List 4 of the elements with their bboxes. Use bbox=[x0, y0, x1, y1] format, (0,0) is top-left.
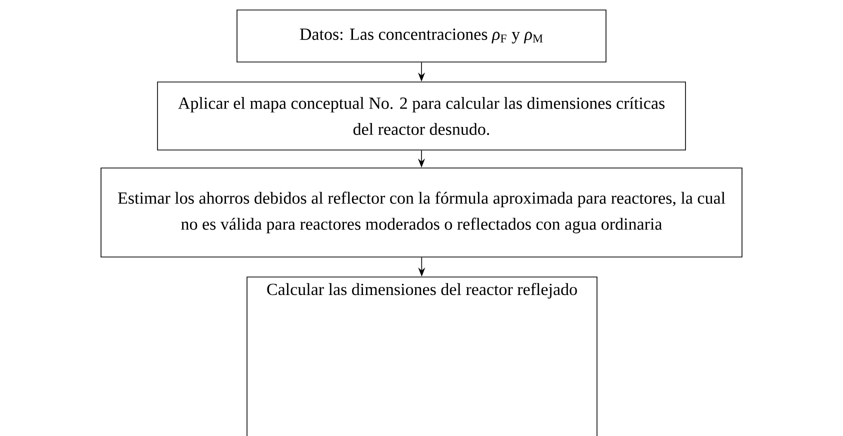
process-box: Estimar los ahorros debidos al reflector con la fórmula aproximada para reactores, la cual no es válida para reactores moderados o reflectados con agua ordinaria bbox=[100, 168, 742, 258]
process-box: Calcular las dimensiones del reactor reflejado bbox=[246, 276, 598, 436]
process-box: Aplicar el mapa conceptual No. 2 para calcular las dimensiones críticas del reactor desnudo. bbox=[157, 82, 686, 150]
process-box: Datos: Las concentraciones ρ$_{F}$ y ρ$_{M}$ bbox=[236, 10, 606, 62]
